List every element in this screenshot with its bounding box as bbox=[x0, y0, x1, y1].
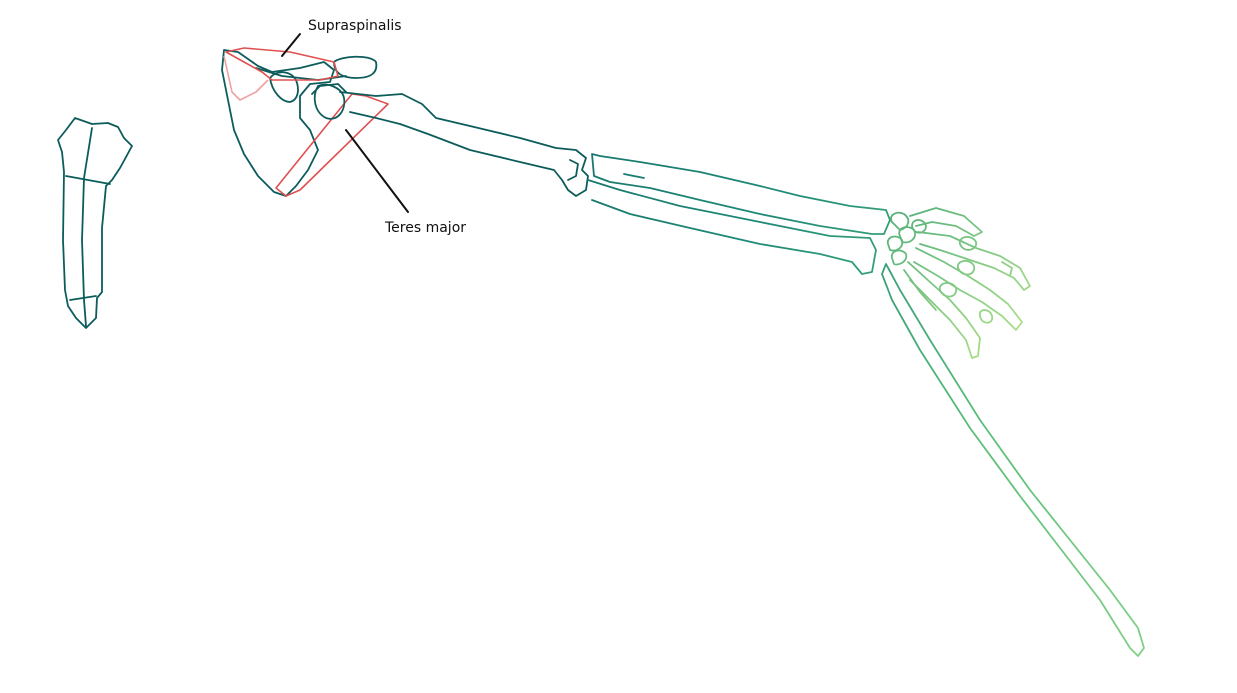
hand bbox=[886, 207, 1031, 359]
supraspinalis-label: Supraspinalis bbox=[308, 18, 402, 34]
humerus bbox=[313, 83, 589, 197]
leader-line-supraspinalis bbox=[281, 33, 301, 57]
forearm bbox=[587, 153, 891, 275]
teres-major-muscle bbox=[275, 93, 389, 197]
scapula bbox=[221, 49, 378, 197]
leader-line-teres-major bbox=[345, 129, 409, 213]
supraspinalis-shadow bbox=[223, 55, 269, 101]
long-bone bbox=[881, 263, 1145, 657]
isolated-bone bbox=[57, 117, 133, 329]
supraspinalis-muscle bbox=[225, 47, 339, 81]
teres-major-label: Teres major bbox=[385, 220, 467, 236]
